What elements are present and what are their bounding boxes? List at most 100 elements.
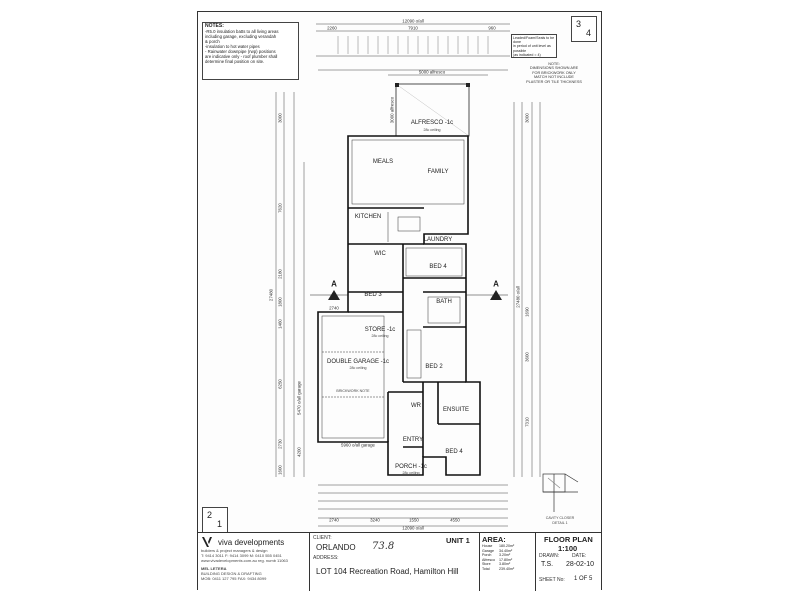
address: LOT 104 Recreation Road, Hamilton Hill xyxy=(316,567,459,576)
room-meals: MEALS xyxy=(372,159,394,165)
designer-sub: BUILDING DESIGN & DRAFTING xyxy=(201,571,262,576)
drawing-scale: 1:100 xyxy=(558,544,578,553)
room-alfresco: ALFRESCO -1c xyxy=(410,120,454,126)
dim-top-c: 960 xyxy=(488,25,496,31)
room-porch: PORCH -1c xyxy=(395,464,427,470)
room-wr: WR xyxy=(411,403,421,409)
drawing-date: 28-02-10 xyxy=(566,561,595,568)
area-panel: AREA: House Garage Porch Alfresco Store … xyxy=(480,533,536,591)
side-note-line: in period of unit level as possible xyxy=(513,44,551,53)
dim-top-b: 7910 xyxy=(408,25,418,31)
room-porch-ceiling: 28c ceiling xyxy=(402,471,420,475)
area-row-label: Store xyxy=(482,562,491,567)
dim-alfresco-depth: 3000 alfresco xyxy=(389,96,395,124)
detail-label: CAVITY CLOSER xyxy=(545,516,575,520)
notes-line: & porch xyxy=(205,39,220,44)
company-sub: builders & project managers & design xyxy=(201,548,268,553)
area-row-label: Alfresco xyxy=(482,557,495,562)
address-label: ADDRESS: xyxy=(313,555,339,561)
room-alfresco-ceiling: 28c ceiling xyxy=(423,128,441,132)
designer-name: MEL LETERA xyxy=(201,566,227,571)
sheet-title: FLOOR PLAN xyxy=(544,535,593,544)
brickwork-note: BRICKWORK NOTE xyxy=(336,389,370,393)
area-row-label: Porch xyxy=(482,553,492,558)
room-family: FAMILY xyxy=(427,169,449,175)
area-row-value: 17.80m² xyxy=(498,557,513,562)
side-note: Leaded/Foam/Seals to be done in period o… xyxy=(511,34,557,58)
dim-left-f: 6250 xyxy=(277,379,283,389)
dim-right-a: 3000 xyxy=(524,113,530,123)
dim-overall-side: 27480 xyxy=(268,288,274,302)
sheet-id-top: 3 4 xyxy=(571,16,597,42)
dim-garage-width: 5960 o/all garage xyxy=(341,442,375,448)
notes-line: - Rainwater downpipe (rwp) positions xyxy=(205,49,276,54)
handwritten-note: 73.8 xyxy=(372,541,395,552)
dim-overall-top: 12090 o/all xyxy=(402,18,424,24)
drawing-sheet: NOTES: -R5.0 insulation batts to all liv… xyxy=(197,11,602,591)
area-row-value: 180.20m² xyxy=(498,544,515,548)
side-note-line: (as indicated = 4) xyxy=(513,52,541,57)
area-row-value: 3.20m² xyxy=(498,553,511,558)
dim-right-overall: 27480 o/all xyxy=(515,286,521,308)
notes-line: -R5.0 insulation batts to all living are… xyxy=(205,29,279,34)
room-bed4-bottom: BED 4 xyxy=(445,449,463,455)
drawn-label: DRAWN: xyxy=(539,553,560,559)
sheet-id-bottom: 2 1 xyxy=(202,507,228,533)
dim-bottom-a: 2740 xyxy=(329,517,339,523)
sheet-id-num: 1 xyxy=(217,519,223,529)
dim-right-c: 3600 xyxy=(524,352,530,362)
dim-overall-bottom: 12090 o/all xyxy=(402,525,424,531)
drawn-by: T.S. xyxy=(541,561,554,568)
date-label: DATE: xyxy=(572,553,587,559)
dim-right-d: 7310 xyxy=(524,417,530,427)
area-label: AREA: xyxy=(482,535,506,544)
client-panel: CLIENT: ORLANDO 73.8 UNIT 1 ADDRESS: LOT… xyxy=(310,533,480,591)
company-name: viva developments xyxy=(218,537,285,547)
wall-note-line: PLASTER OR TILE THICKNESS xyxy=(526,79,582,84)
room-kitchen: KITCHEN xyxy=(354,214,382,220)
title-block: viva developments builders & project man… xyxy=(198,532,601,591)
wall-note-line: MATCH NOT INCLUDE xyxy=(534,75,574,80)
section-mark-left: A xyxy=(331,279,337,289)
room-bath: BATH xyxy=(436,299,452,305)
sheet-id-num: 3 xyxy=(576,19,582,29)
company-panel: viva developments builders & project man… xyxy=(198,533,310,591)
sheet-id-num: 4 xyxy=(586,28,592,38)
notes-line: determine final position on site. xyxy=(205,59,265,64)
sheet-info-panel: FLOOR PLAN 1:100 DRAWN: DATE: T.S. 28-02… xyxy=(536,533,601,591)
section-mark-right: A xyxy=(493,279,499,289)
dim-left-g: 2730 xyxy=(277,439,283,449)
sheet-id-num: 2 xyxy=(207,510,213,520)
room-bed2: BED 2 xyxy=(425,364,443,370)
area-row-value: 3.80m² xyxy=(498,562,511,567)
wall-note-line: DIMENSIONS SHOWN ARE xyxy=(529,66,579,71)
dim-right-b: 1690 xyxy=(524,307,530,317)
detail-sub: DETAIL 1 xyxy=(552,521,568,525)
notes-title: NOTES: xyxy=(205,23,224,29)
notes-line: -insulation to hot water pipes xyxy=(205,44,260,49)
notes-line: are indicative only - roof plumber shall xyxy=(205,54,278,59)
dim-left-c: 2180 xyxy=(277,269,283,279)
dim-bottom-c: 1550 xyxy=(409,517,419,523)
dim-left-e: 1460 xyxy=(277,319,283,329)
dim-garage-inner: 4200 xyxy=(296,447,302,457)
area-row-value: 239.40m² xyxy=(498,566,515,571)
room-garage-ceiling: 28c ceiling xyxy=(349,366,367,370)
dim-garage-depth: 5470 o/all garage xyxy=(296,381,302,415)
viva-logo-icon xyxy=(202,537,212,547)
room-bed3: BED 3 xyxy=(364,292,382,298)
floor-plan-drawing xyxy=(275,23,579,527)
side-note-line: Leaded/Foam/Seals to be done xyxy=(513,36,555,45)
dim-alfresco-width: 5000 alfresco xyxy=(418,69,446,75)
dim-bottom-d: 4550 xyxy=(450,517,460,523)
notes-line: including garage, excluding verandah xyxy=(205,34,277,39)
client-name: ORLANDO xyxy=(316,543,356,552)
dim-left-b: 7620 xyxy=(277,203,283,213)
room-store: STORE -1c xyxy=(364,327,396,333)
designer-contact: MOB: 0411 127 795 FAX: 9434 8099 xyxy=(201,576,267,581)
room-double-garage: DOUBLE GARAGE -1c xyxy=(326,359,390,365)
sheet-number: 1 OF 5 xyxy=(574,576,593,582)
sheet-label: SHEET No: xyxy=(539,577,565,583)
room-ensuite: ENSUITE xyxy=(442,407,470,413)
wall-note-line: NOTE: xyxy=(548,62,560,66)
